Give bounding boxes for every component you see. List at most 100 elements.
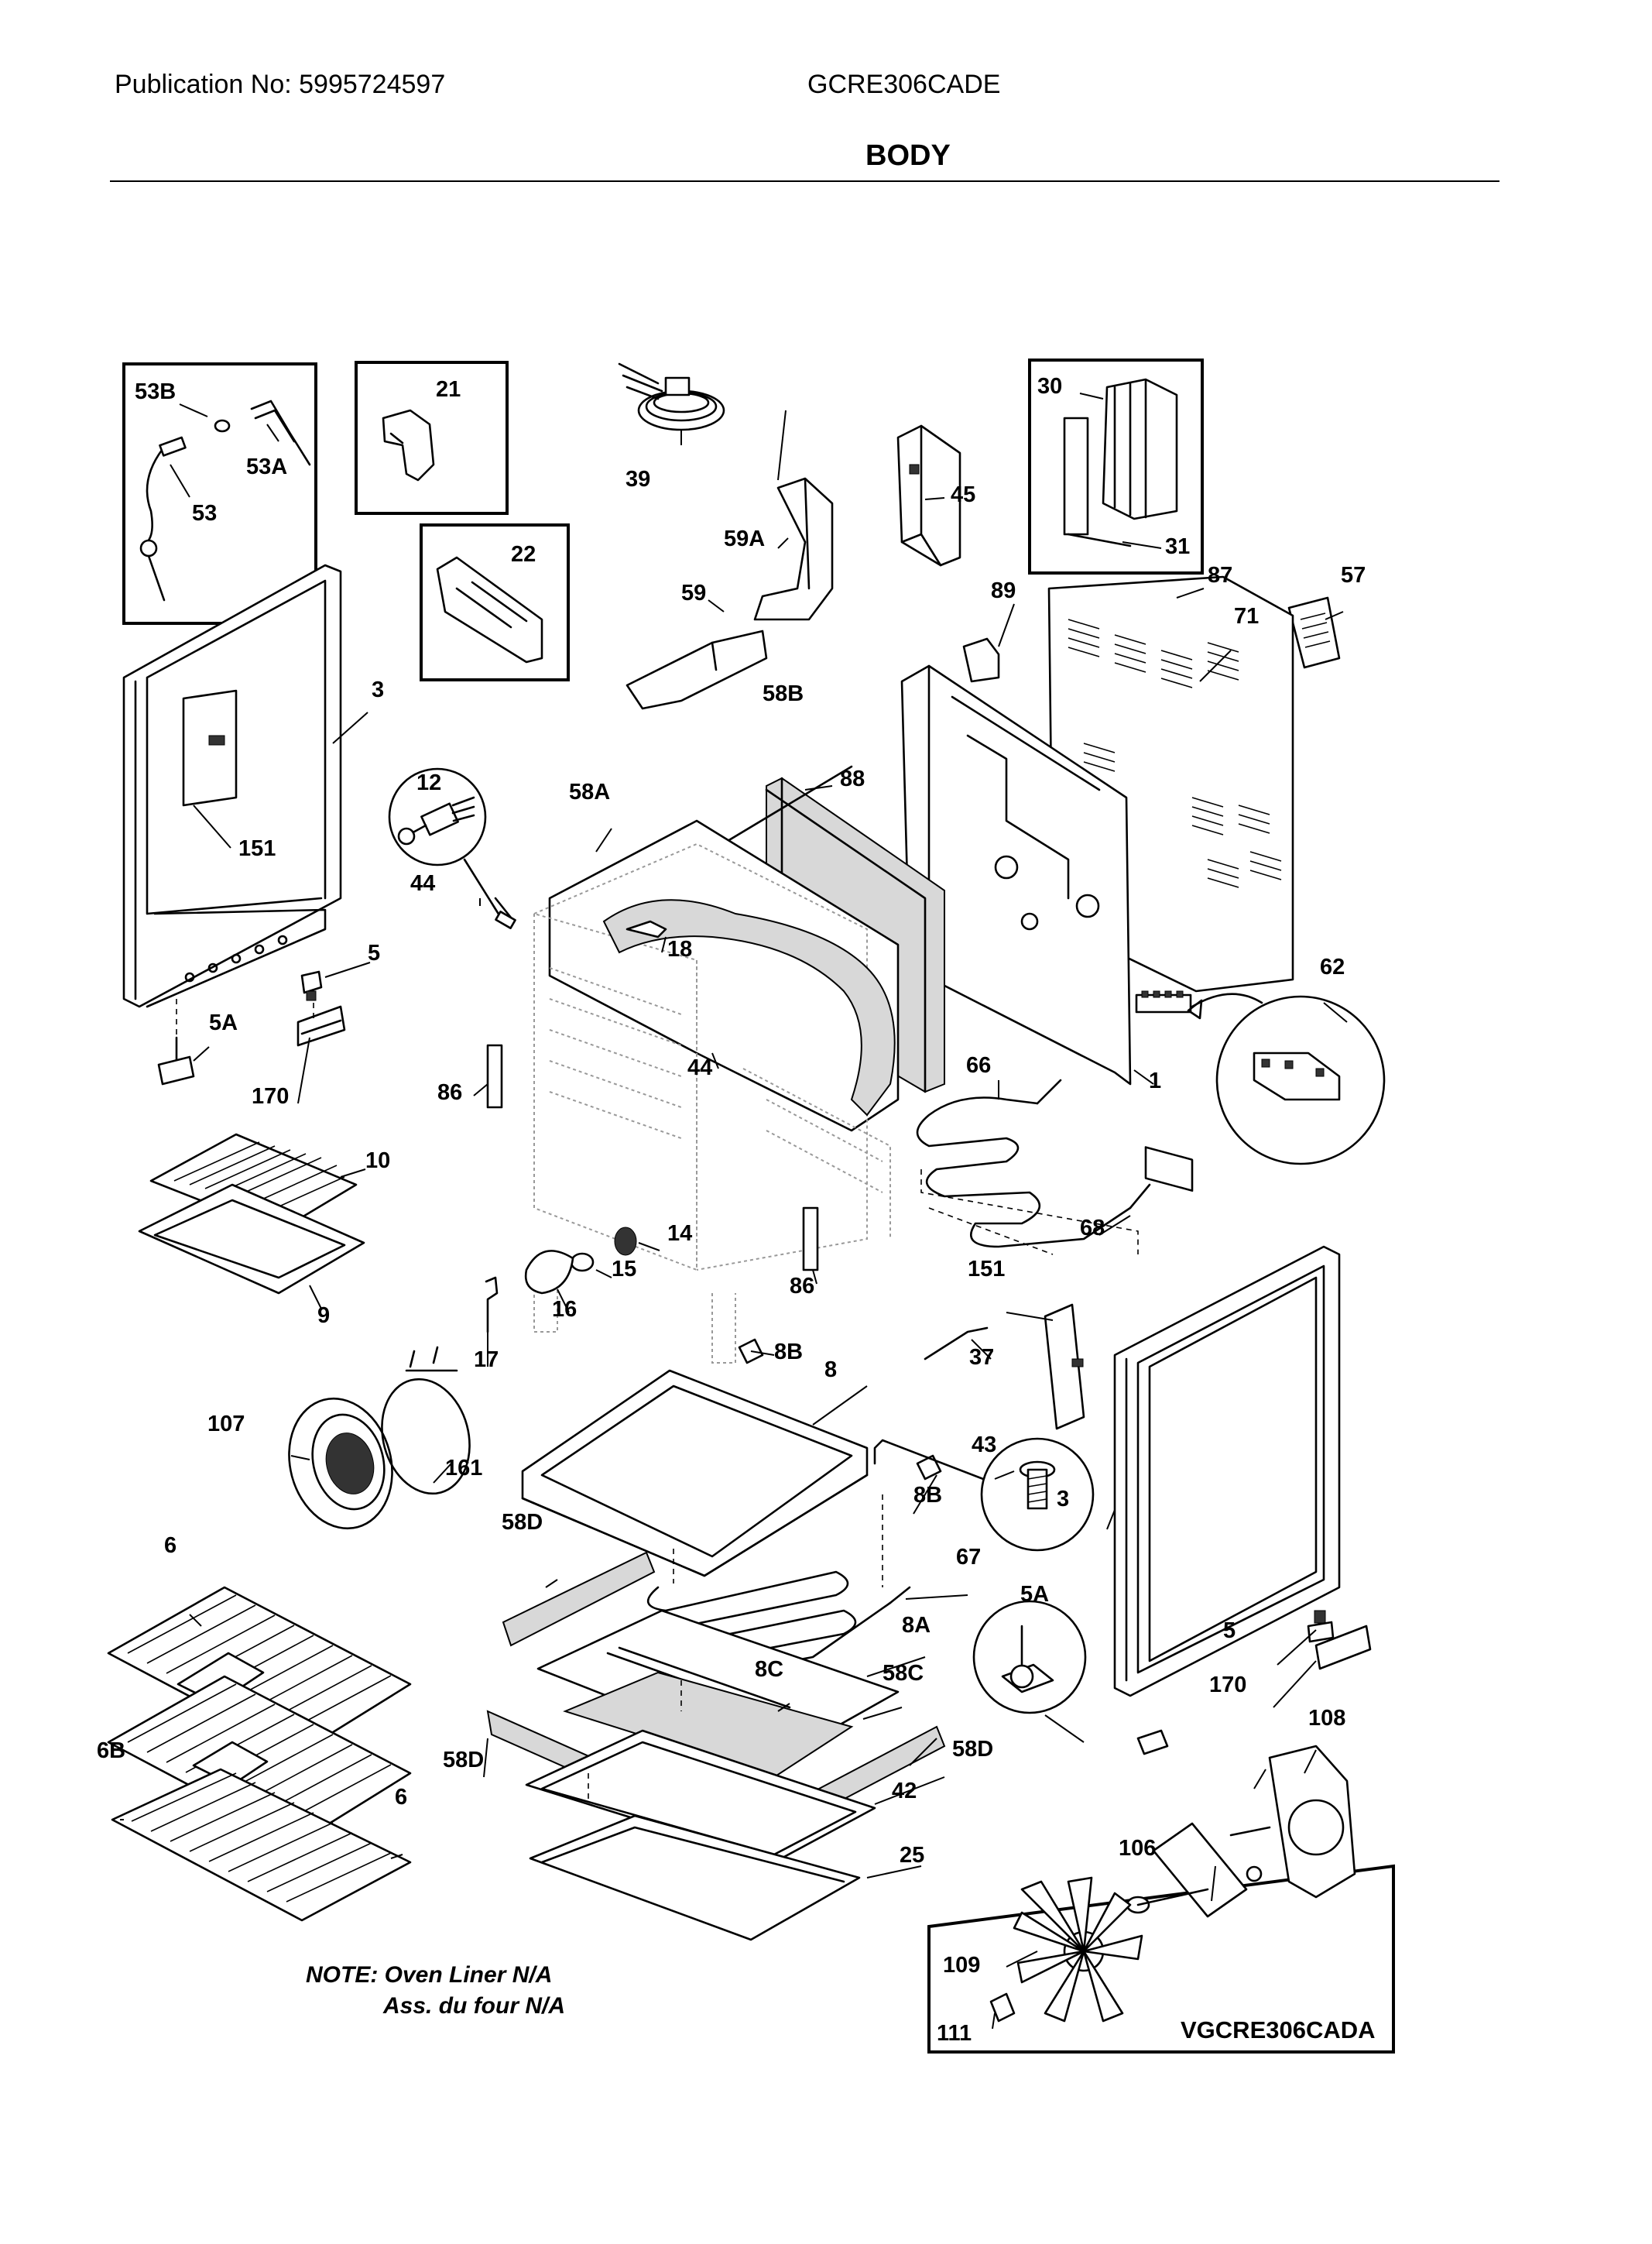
label-6-top: 6 [164,1533,177,1558]
bracket-18 [625,920,667,938]
bracket-170-right [1314,1625,1372,1670]
label-108: 108 [1308,1706,1345,1731]
label-62: 62 [1320,955,1345,980]
label-58D-right: 58D [952,1737,993,1762]
label-10: 10 [365,1148,390,1173]
label-57: 57 [1341,563,1366,588]
wire-37 [924,1326,989,1360]
fan-blade-109 [1013,1876,1143,2023]
label-22: 22 [511,542,536,567]
inset-box-22 [420,523,570,681]
publication-number: Publication No: 5995724597 [115,70,446,99]
motor-108 [1229,1745,1356,1899]
section-title: BODY [865,139,951,172]
label-170-left: 170 [252,1084,289,1109]
label-71: 71 [1234,604,1259,629]
oven-cavity-58A [533,819,900,1364]
label-53: 53 [192,501,217,526]
side-panel-3-left [122,564,342,1008]
label-39: 39 [625,467,650,492]
part-labels: 53B 53A 53 21 22 39 59A 59 45 30 31 87 5… [97,374,1366,2046]
label-58A: 58A [569,780,610,805]
label-12: 12 [416,770,441,795]
screw-43-callout [980,1437,1095,1552]
duct-59A [753,477,834,621]
cover-45 [896,424,961,567]
label-59A: 59A [724,527,765,551]
bracket-89 [962,637,1000,683]
label-44-center: 44 [687,1055,712,1080]
label-44-left: 44 [410,871,435,896]
label-109: 109 [943,1953,980,1978]
label-3-right: 3 [1057,1487,1069,1511]
label-42: 42 [892,1779,917,1803]
screw-43-leader [873,1439,985,1481]
label-66: 66 [966,1053,991,1078]
label-6-bottom: 6 [395,1785,407,1810]
inset-box-30 [1028,359,1204,575]
label-8A: 8A [902,1613,931,1638]
label-58D-top: 58D [502,1510,543,1535]
insulation-58D-top [502,1551,656,1647]
label-106: 106 [1119,1836,1156,1861]
note-line-2: Ass. du four N/A [382,1993,565,2019]
bracket-170-left [296,1005,346,1047]
leader-lines [120,393,1348,2030]
label-14: 14 [667,1221,692,1246]
label-8C: 8C [755,1657,783,1682]
broil-element-66 [916,1079,1151,1255]
terminal-block-62-callout [1135,990,1386,1165]
side-panel-3-right [1113,1245,1341,1697]
sensor-probe-53 [139,400,311,602]
rack-6B [111,1768,412,1922]
leveler-5-right [1307,1610,1335,1643]
label-17: 17 [474,1347,499,1372]
label-18: 18 [667,937,692,962]
label-43: 43 [972,1433,996,1457]
label-111: 111 [937,2021,972,2046]
label-9: 9 [317,1303,330,1328]
gasket-161 [381,1346,471,1495]
label-107: 107 [207,1412,245,1436]
note-line-1: NOTE: Oven Liner N/A [306,1962,552,1988]
bracket-21 [382,409,435,482]
label-6B: 6B [97,1738,125,1763]
connector-44 [495,911,516,929]
label-53B: 53B [135,379,176,404]
diagram-code: VGCRE306CADA [1181,2016,1376,2043]
label-5-right: 5 [1223,1618,1236,1643]
inset-box-21 [355,361,509,515]
oven-bottom-8 [521,1369,869,1577]
grille-57 [1287,596,1341,669]
leveler-5A-left [157,1036,195,1086]
label-15: 15 [612,1257,636,1282]
label-8B-top: 8B [774,1340,803,1364]
label-58C: 58C [883,1661,924,1686]
label-161: 161 [445,1456,482,1481]
bracket-22 [436,556,543,664]
light-socket-14 [614,1227,637,1256]
sensor-12-callout [388,767,487,866]
fan-cover-107 [288,1397,393,1530]
model-number: GCRE306CADE [807,70,1001,99]
label-151-right: 151 [968,1257,1005,1282]
bulb-15 [570,1252,595,1272]
label-16: 16 [552,1297,577,1322]
label-58D-left: 58D [443,1748,484,1772]
label-5A-right: 5A [1020,1582,1049,1607]
label-8B-right: 8B [913,1483,942,1508]
label-86-left: 86 [437,1080,462,1105]
cover-30 [1063,378,1178,547]
dash-left-panel [176,999,314,1038]
power-cord-39 [618,362,725,431]
label-58B: 58B [763,681,804,706]
label-45: 45 [951,482,975,507]
leveler-5A-right [1136,1729,1169,1755]
label-86-center: 86 [790,1274,814,1299]
label-21: 21 [436,377,461,402]
label-31: 31 [1165,534,1190,559]
clip-17 [485,1276,499,1333]
hinge-86-center [802,1206,819,1271]
header-rule [110,180,1499,182]
